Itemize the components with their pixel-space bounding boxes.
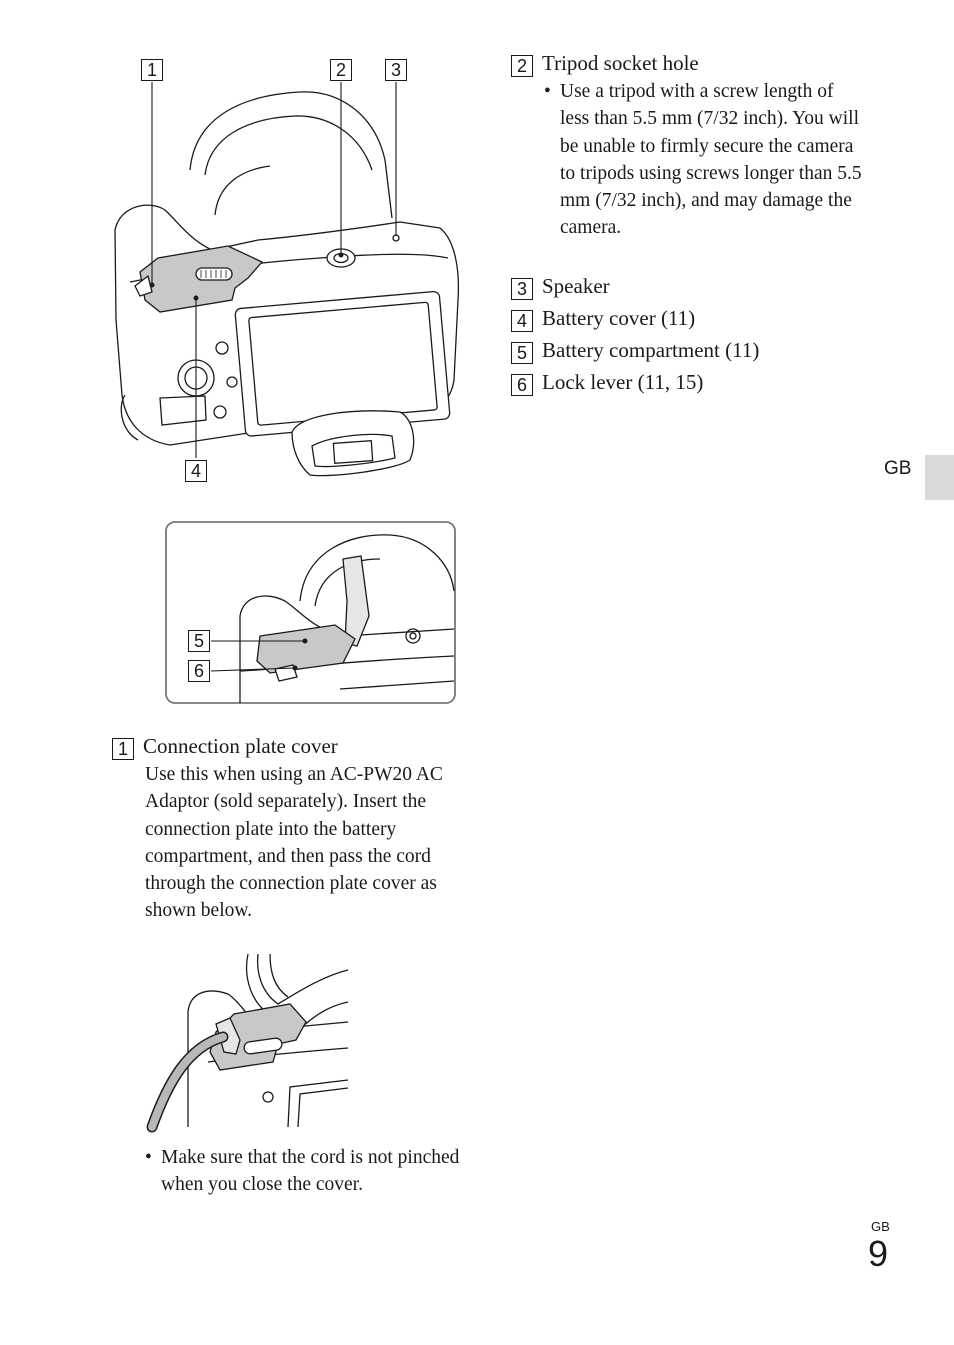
- item-battery-compartment: 5 Battery compartment (11): [511, 336, 759, 364]
- item-number: 4: [511, 310, 533, 332]
- section-language-label: GB: [884, 458, 912, 479]
- item-description: Use this when using an AC-PW20 AC Adapto…: [145, 764, 443, 922]
- camera-rear-illustration: [114, 82, 460, 477]
- item-title: Battery compartment (11): [542, 338, 760, 362]
- callout-1: 1: [141, 59, 163, 81]
- item-title: Connection plate cover: [143, 734, 338, 758]
- item-title: Tripod socket hole: [542, 51, 699, 75]
- item-title: Speaker: [542, 274, 610, 298]
- item-number: 2: [511, 55, 533, 77]
- item-title: Lock lever (11, 15): [542, 370, 704, 394]
- item-number: 6: [511, 374, 533, 396]
- item-lock-lever: 6 Lock lever (11, 15): [511, 368, 703, 396]
- cord-routing-illustration: [146, 953, 349, 1133]
- item-number: 5: [511, 342, 533, 364]
- item-heading: 1 Connection plate cover: [112, 732, 472, 760]
- section-side-tab: [925, 455, 954, 500]
- callout-4: 4: [185, 460, 207, 482]
- page-number: 9: [868, 1233, 889, 1274]
- item-number: 1: [112, 738, 134, 760]
- callout-6: 6: [188, 660, 210, 682]
- item-battery-cover: 4 Battery cover (11): [511, 304, 695, 332]
- page-language-label: GB: [871, 1219, 890, 1234]
- item-title: Battery cover (11): [542, 306, 696, 330]
- tripod-bullet: Use a tripod with a screw length of less…: [544, 78, 866, 242]
- item-speaker: 3 Speaker: [511, 272, 610, 300]
- cord-note-bullet: Make sure that the cord is not pinched w…: [145, 1144, 465, 1199]
- battery-compartment-illustration: [165, 521, 456, 704]
- callout-2: 2: [330, 59, 352, 81]
- cord-note: Make sure that the cord is not pinched w…: [145, 1144, 465, 1199]
- item-tripod-socket-hole: 2 Tripod socket hole Use a tripod with a …: [511, 49, 866, 242]
- item-connection-plate-cover: 1 Connection plate cover Use this when us…: [112, 732, 472, 925]
- item-number: 3: [511, 278, 533, 300]
- item-heading: 2 Tripod socket hole: [511, 49, 866, 77]
- callout-5: 5: [188, 630, 210, 652]
- callout-3: 3: [385, 59, 407, 81]
